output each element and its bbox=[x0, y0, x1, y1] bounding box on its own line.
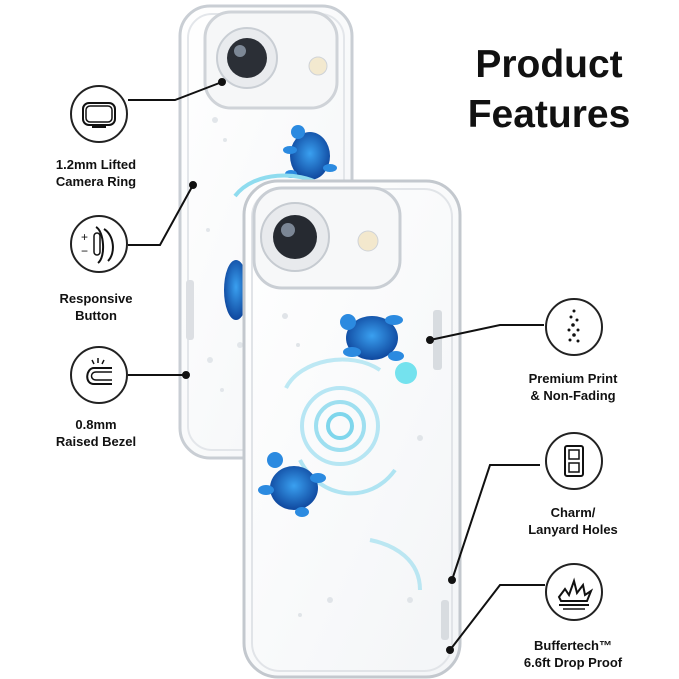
feature-line-2: Raised Bezel bbox=[55, 434, 137, 449]
water-swirl bbox=[284, 357, 422, 591]
feature-line-2: Button bbox=[75, 308, 117, 323]
page-title: Product Features bbox=[444, 40, 654, 140]
feature-label-raised-bezel: 0.8mm Raised Bezel bbox=[21, 416, 171, 450]
feature-label-drop-proof: Buffertech™ 6.6ft Drop Proof bbox=[498, 637, 648, 671]
feature-line-2: & Non-Fading bbox=[530, 388, 616, 403]
camera-ring-icon bbox=[70, 85, 128, 143]
feature-label-camera-ring: 1.2mm Lifted Camera Ring bbox=[21, 156, 171, 190]
feature-line-1: Charm/ bbox=[550, 505, 596, 520]
feature-line-1: Buffertech™ bbox=[533, 638, 612, 653]
feature-label-lanyard-holes: Charm/ Lanyard Holes bbox=[498, 504, 648, 538]
feature-label-responsive-button: Responsive Button bbox=[21, 290, 171, 324]
feature-line-1: 0.8mm bbox=[75, 417, 117, 432]
sparkle-print-icon bbox=[545, 298, 603, 356]
feature-label-premium-print: Premium Print & Non-Fading bbox=[498, 370, 648, 404]
title-line-2: Features bbox=[467, 93, 631, 136]
svg-text:+: + bbox=[81, 230, 88, 244]
feature-line-2: Lanyard Holes bbox=[528, 522, 618, 537]
feature-line-2: Camera Ring bbox=[55, 174, 137, 189]
lanyard-hole-icon bbox=[545, 432, 603, 490]
back-turtle bbox=[283, 125, 337, 180]
side-button-icon: + − bbox=[70, 215, 128, 273]
front-turtle-top bbox=[340, 314, 417, 384]
raised-bezel-icon bbox=[70, 346, 128, 404]
front-turtle-bottom bbox=[258, 452, 326, 517]
shock-impact-icon bbox=[545, 563, 603, 621]
feature-line-2: 6.6ft Drop Proof bbox=[523, 655, 623, 670]
feature-line-1: Responsive bbox=[59, 291, 133, 306]
svg-text:−: − bbox=[81, 244, 88, 258]
callout-lines bbox=[128, 78, 545, 654]
feature-line-1: Premium Print bbox=[528, 371, 618, 386]
front-phone-case bbox=[242, 179, 462, 679]
title-line-1: Product bbox=[475, 43, 623, 86]
feature-line-1: 1.2mm Lifted bbox=[55, 157, 137, 172]
